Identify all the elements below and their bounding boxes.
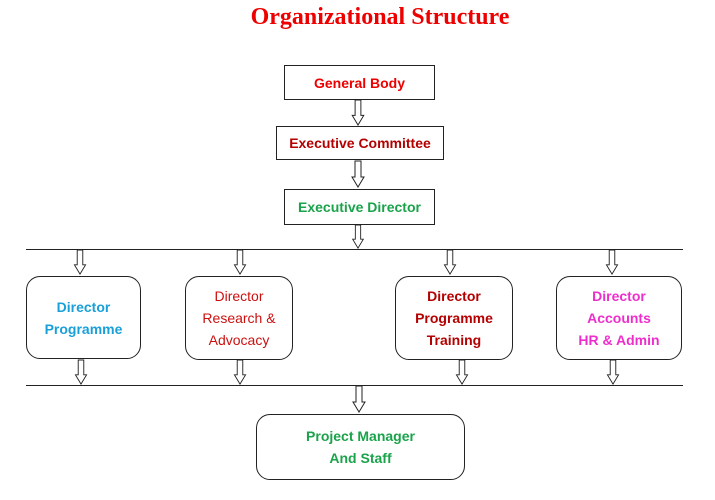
arrow-programme-to-line	[74, 359, 88, 385]
executive-committee-box: Executive Committee	[276, 126, 444, 160]
arrow-general-to-committee	[351, 99, 365, 126]
director-accounts-box: Director Accounts HR & Admin	[556, 276, 682, 360]
arrow-line-to-accounts	[605, 249, 619, 275]
executive-director-box: Executive Director	[284, 189, 435, 225]
arrow-accounts-to-line	[606, 359, 620, 385]
director-training-box: Director Programme Training	[395, 276, 513, 360]
arrow-research-to-line	[233, 359, 247, 385]
distribution-line-bottom	[26, 385, 683, 386]
arrow-line-to-research	[233, 249, 247, 275]
arrow-director-to-line	[352, 224, 364, 249]
arrow-line-to-project-manager	[352, 385, 366, 413]
arrow-line-to-programme	[73, 249, 87, 275]
arrow-line-to-training	[443, 249, 457, 275]
director-research-box: Director Research & Advocacy	[185, 276, 293, 360]
arrow-training-to-line	[455, 359, 469, 385]
director-programme-box: Director Programme	[26, 276, 141, 359]
general-body-box: General Body	[284, 65, 435, 100]
project-manager-box: Project Manager And Staff	[256, 414, 465, 480]
distribution-line-top	[26, 249, 683, 250]
page-title: Organizational Structure	[250, 4, 510, 30]
arrow-committee-to-director	[351, 160, 365, 188]
